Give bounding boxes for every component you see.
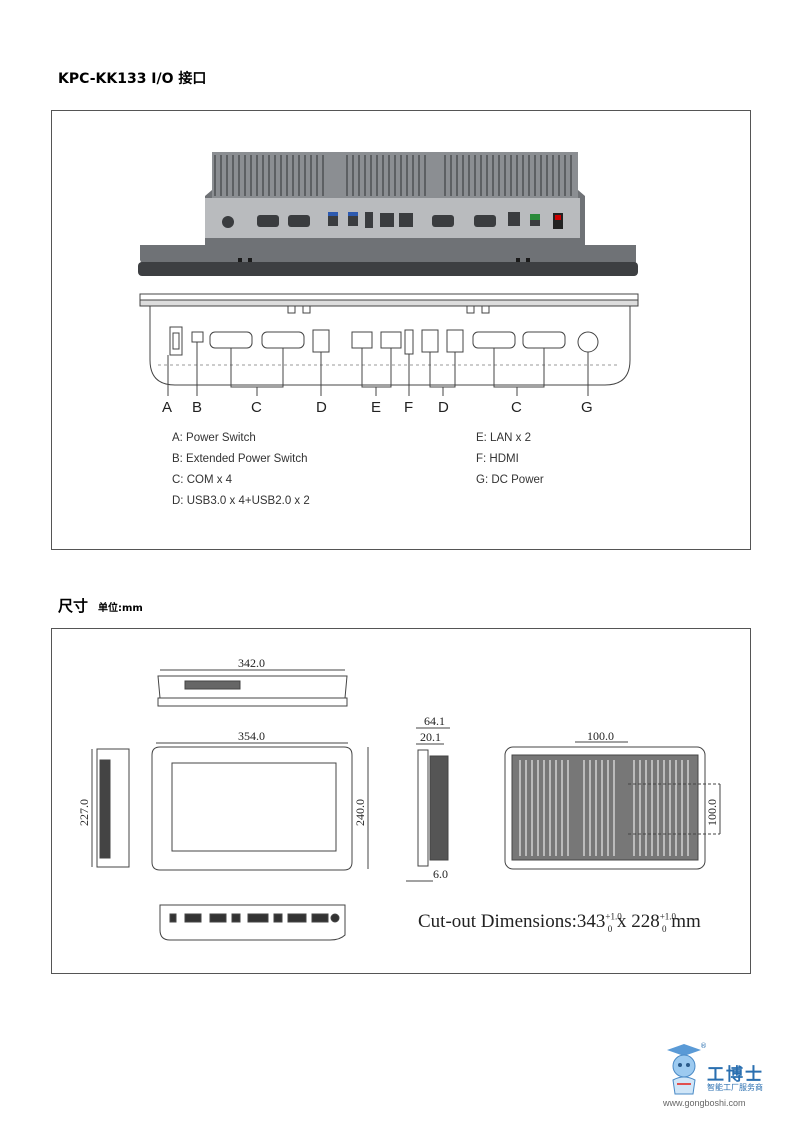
port-letter: C [511, 399, 522, 416]
dim-mount-v: 100.0 [705, 799, 719, 826]
legend-right: E: LAN x 2 F: HDMI G: DC Power [476, 432, 544, 495]
section-title-dimensions: 尺寸单位:mm [58, 595, 143, 616]
port-letter: A [162, 399, 172, 416]
dim-front-height: 240.0 [353, 799, 367, 826]
port-letter: B [192, 399, 202, 416]
registered-mark: ® [700, 1042, 707, 1050]
dim-depth-total: 64.1 [424, 714, 445, 728]
io-line-drawing [139, 293, 639, 396]
cutout-dimensions: Cut-out Dimensions:343+1.00 x 228+1.00 m… [418, 911, 701, 934]
legend-item: C: COM x 4 [172, 474, 233, 486]
dim-side-height: 227.0 [77, 799, 91, 826]
dimension-values: 342.0 354.0 240.0 227.0 64.1 20.1 6.0 10… [77, 656, 719, 881]
cutout-sep: x 228 [612, 911, 660, 932]
dim-top-width: 342.0 [238, 656, 265, 670]
legend-item: E: LAN x 2 [476, 432, 531, 444]
cutout-unit: mm [666, 911, 701, 932]
dim-mount-h: 100.0 [587, 729, 614, 743]
dim-depth-panel: 6.0 [433, 867, 448, 881]
port-letter: F [404, 399, 413, 416]
port-letter: C [251, 399, 262, 416]
company-logo: ® 工博士 智能工厂服务商 www.gongboshi.com [655, 1042, 785, 1112]
device-photo [138, 152, 638, 276]
section-title-io: KPC-KK133 I/O 接口 [58, 71, 207, 87]
legend-item: B: Extended Power Switch [172, 453, 308, 465]
legend-item: F: HDMI [476, 453, 519, 465]
port-letter: D [438, 399, 449, 416]
port-letter: D [316, 399, 327, 416]
dimensions-title: 尺寸 [58, 597, 89, 615]
logo-url: www.gongboshi.com [663, 1098, 746, 1108]
cutout-h-tol: +1.0 [659, 911, 677, 922]
robot-mascot-icon [667, 1044, 701, 1095]
legend-item: A: Power Switch [172, 432, 256, 444]
unit-label: 单位:mm [98, 603, 143, 614]
cutout-h-low: 0 [662, 923, 667, 934]
dim-depth-bezel: 20.1 [420, 730, 441, 744]
dimensions-box [51, 628, 751, 974]
logo-tagline: 智能工厂服务商 [707, 1083, 763, 1092]
dimension-drawings [91, 669, 721, 941]
cutout-w-tol: +1.0 [605, 911, 622, 922]
port-letter: G [581, 399, 593, 416]
legend-item: D: USB3.0 x 4+USB2.0 x 2 [172, 495, 310, 507]
io-panel-box [51, 110, 751, 550]
cutout-label: Cut-out Dimensions:343 [418, 911, 606, 932]
port-letter-labels: A B C D E F D C G [162, 399, 593, 416]
logo-name: 工博士 [707, 1065, 764, 1085]
port-letter: E [371, 399, 381, 416]
dim-front-width: 354.0 [238, 729, 265, 743]
legend-left: A: Power Switch B: Extended Power Switch… [172, 432, 310, 516]
legend-item: G: DC Power [476, 474, 544, 486]
cutout-w-low: 0 [607, 923, 613, 934]
